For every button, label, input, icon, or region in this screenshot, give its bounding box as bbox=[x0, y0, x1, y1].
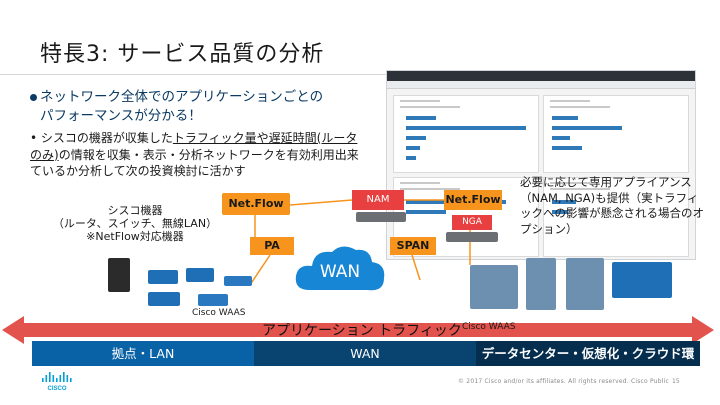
netflow-label-left: Net.Flow bbox=[222, 193, 290, 215]
datacenter-rack-icon bbox=[526, 258, 556, 310]
pa-connector bbox=[249, 254, 271, 286]
device-label-line1: シスコ機器 bbox=[107, 204, 163, 217]
sub-bullet-prefix: • シスコの機器が収集した bbox=[30, 131, 173, 145]
router-icon bbox=[186, 268, 214, 282]
screenshot-header bbox=[387, 71, 695, 81]
band-segment-wan: WAN bbox=[254, 341, 476, 366]
waas-label-left: Cisco WAAS bbox=[192, 308, 246, 318]
cisco-logo-icon: CISCO bbox=[42, 372, 72, 392]
main-bullet: ネットワーク全体でのアプリケーションごとの パフォーマンスが分かる！ bbox=[30, 88, 380, 126]
nam-connector bbox=[289, 199, 353, 206]
datacenter-server-icon bbox=[470, 265, 518, 309]
pa-label: PA bbox=[250, 237, 294, 255]
router-icon-2 bbox=[224, 276, 252, 286]
server-icon bbox=[108, 258, 130, 292]
svg-text:CISCO: CISCO bbox=[47, 386, 66, 392]
appliance-note: 必要に応じて専用アプライアンス（NAM, NGA)も提供（実トラフィックへの影響… bbox=[520, 175, 704, 236]
virtual-host-icon bbox=[566, 258, 604, 310]
access-point-icon bbox=[148, 292, 180, 306]
band-segment-datacenter: データセンター・仮想化・クラウド環境 bbox=[476, 341, 700, 386]
nam-appliance-icon bbox=[356, 212, 406, 222]
span-label: SPAN bbox=[390, 237, 436, 255]
environment-band: 拠点・LAN WAN データセンター・仮想化・クラウド環境 bbox=[32, 341, 700, 386]
slide-title: 特長3: サービス品質の分析 bbox=[40, 42, 325, 67]
nam-label: NAM bbox=[352, 190, 404, 210]
waas-label-right: Cisco WAAS bbox=[462, 322, 516, 332]
wan-cloud-icon bbox=[295, 246, 385, 291]
main-bullet-line2: パフォーマンスが分かる！ bbox=[40, 108, 202, 124]
page-number: 15 bbox=[672, 378, 680, 385]
sub-bullet-suffix: の情報を収集・表示・分析ネットワークを有効利用出来ているか分析して次の投資検討に… bbox=[30, 147, 359, 179]
span-connector bbox=[411, 254, 421, 281]
traffic-arrow bbox=[2, 316, 714, 344]
main-bullet-line1: ネットワーク全体でのアプリケーションごとの bbox=[40, 89, 324, 105]
screenshot-toolbar bbox=[387, 81, 695, 89]
screenshot-panel-top-right bbox=[543, 95, 689, 173]
traffic-label: アプリケーション トラフィック bbox=[262, 323, 462, 339]
netflow-label-right: Net.Flow bbox=[444, 190, 502, 210]
device-label-line2: （ルータ、スイッチ、無線LAN） bbox=[52, 217, 218, 230]
screenshot-panel-bottom-right bbox=[543, 177, 689, 257]
bullet-dot-icon bbox=[30, 93, 37, 101]
device-label: シスコ機器 （ルータ、スイッチ、無線LAN） ※NetFlow対応機器 bbox=[50, 204, 220, 243]
band-segment-lan: 拠点・LAN bbox=[32, 341, 254, 366]
device-label-line3: ※NetFlow対応機器 bbox=[86, 230, 184, 243]
waas-device-icon bbox=[198, 294, 228, 306]
switch-icon bbox=[148, 270, 178, 284]
footer-copyright: © 2017 Cisco and/or its affiliates. All … bbox=[458, 378, 669, 385]
wan-cloud-label: WAN bbox=[319, 262, 361, 282]
nga-label: NGA bbox=[452, 215, 492, 230]
screenshot-panel-top-left bbox=[393, 95, 539, 173]
title-divider bbox=[0, 74, 390, 75]
nga-appliance-icon bbox=[446, 232, 498, 242]
sub-bullet-underlined: トラフィック量や遅延時間(ルータのみ) bbox=[30, 131, 358, 162]
cloud-switch-icon bbox=[612, 262, 672, 298]
sub-bullet: • シスコの機器が収集したトラフィック量や遅延時間(ルータのみ)の情報を収集・表… bbox=[30, 130, 360, 180]
